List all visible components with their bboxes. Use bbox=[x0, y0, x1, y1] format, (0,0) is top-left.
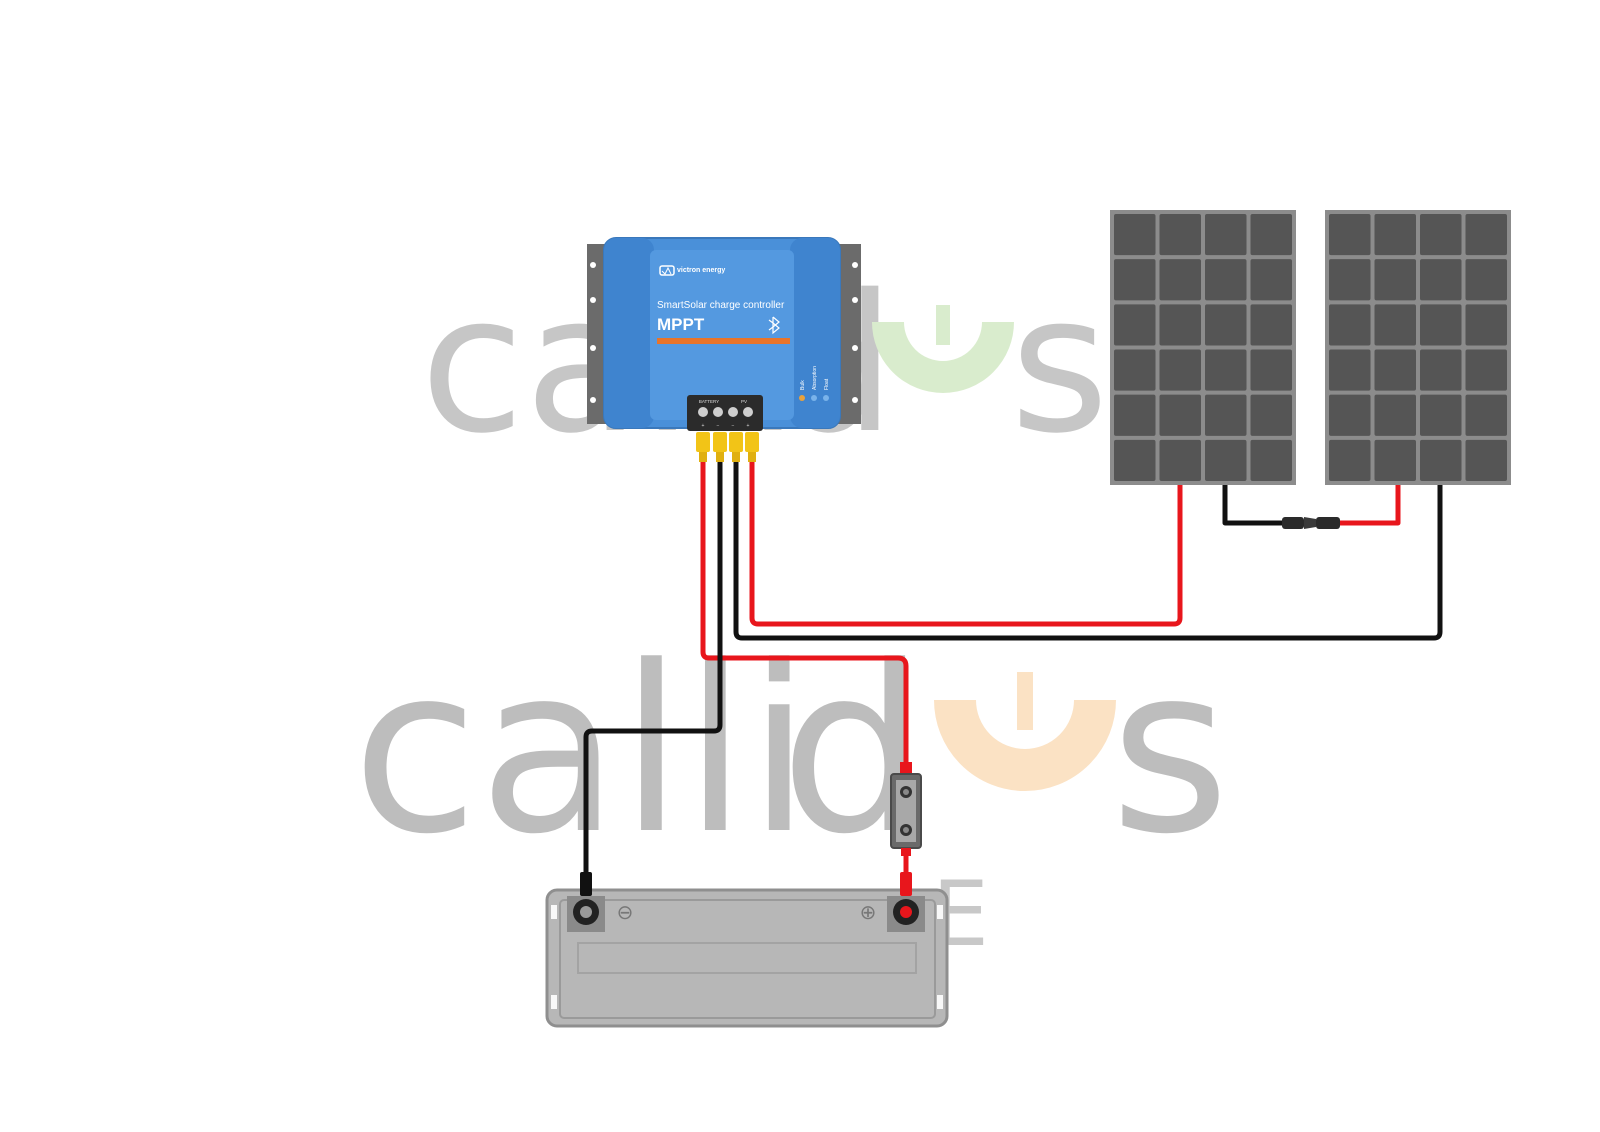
solar-cell bbox=[1465, 349, 1507, 391]
solar-cell bbox=[1329, 349, 1371, 391]
solar-panel-left bbox=[1110, 210, 1296, 485]
solar-cell bbox=[1159, 214, 1201, 256]
watermark-lower-text: calli bbox=[352, 618, 811, 885]
solar-cell bbox=[1250, 214, 1292, 256]
solar-cell bbox=[1250, 259, 1292, 301]
terminal-label-pv: PV bbox=[741, 399, 747, 404]
watermark-lower-power-u bbox=[934, 699, 1116, 791]
battery: ⊖ ⊕ bbox=[545, 872, 949, 1028]
solar-cell bbox=[1374, 304, 1416, 346]
solar-cell bbox=[1465, 439, 1507, 481]
led-label-bulk: Bulk bbox=[800, 380, 806, 390]
battery-negative-symbol: ⊖ bbox=[617, 902, 634, 924]
terminal-polarity-1: + bbox=[702, 423, 705, 429]
solar-cell bbox=[1159, 304, 1201, 346]
solar-cell bbox=[1114, 439, 1156, 481]
solar-cell bbox=[1114, 349, 1156, 391]
solar-cell bbox=[1329, 394, 1371, 436]
solar-cell bbox=[1374, 349, 1416, 391]
solar-cell bbox=[1420, 214, 1462, 256]
solar-cell bbox=[1420, 349, 1462, 391]
solar-cell bbox=[1465, 214, 1507, 256]
solar-cell bbox=[1465, 394, 1507, 436]
solar-cell bbox=[1420, 304, 1462, 346]
solar-panel-right bbox=[1325, 210, 1511, 485]
battery-positive-terminal bbox=[887, 872, 925, 932]
solar-cell bbox=[1374, 394, 1416, 436]
solar-cell bbox=[1420, 394, 1462, 436]
inline-fuse bbox=[890, 762, 922, 856]
watermark-upper-power-u bbox=[872, 321, 1014, 393]
battery-positive-symbol: ⊕ bbox=[860, 902, 877, 924]
solar-cell bbox=[1114, 214, 1156, 256]
solar-cell bbox=[1250, 349, 1292, 391]
solar-cell bbox=[1329, 214, 1371, 256]
solar-cell bbox=[1205, 304, 1247, 346]
solar-cell bbox=[1420, 259, 1462, 301]
solar-cell bbox=[1114, 394, 1156, 436]
wires bbox=[583, 462, 1443, 880]
controller-model: MPPT bbox=[657, 315, 705, 334]
controller-brand: victron energy bbox=[677, 267, 725, 274]
watermark-upper-s: s bbox=[1010, 254, 1109, 475]
mc4-connector bbox=[1282, 517, 1340, 529]
terminal-polarity-4: + bbox=[747, 423, 750, 429]
solar-cell bbox=[1329, 439, 1371, 481]
battery-negative-wire bbox=[583, 462, 723, 878]
solar-cell bbox=[1159, 394, 1201, 436]
terminal-polarity-2: − bbox=[717, 423, 720, 429]
cable-ferrules bbox=[696, 432, 759, 462]
solar-cell bbox=[1420, 439, 1462, 481]
solar-cell bbox=[1114, 259, 1156, 301]
solar-cell bbox=[1205, 214, 1247, 256]
solar-cell bbox=[1329, 304, 1371, 346]
terminal-label-battery: BATTERY bbox=[699, 399, 719, 404]
status-leds: Bulk Absorption Float bbox=[799, 366, 830, 401]
solar-cell bbox=[1205, 259, 1247, 301]
solar-cell bbox=[1329, 259, 1371, 301]
solar-cell bbox=[1374, 214, 1416, 256]
terminal-polarity-3: − bbox=[732, 423, 735, 429]
bluetooth-icon bbox=[768, 316, 780, 335]
solar-cell bbox=[1205, 394, 1247, 436]
solar-cell bbox=[1374, 259, 1416, 301]
battery-positive-wire bbox=[700, 462, 909, 768]
solar-cell bbox=[1250, 394, 1292, 436]
pv-positive-wire bbox=[749, 462, 1183, 627]
led-label-absorption: Absorption bbox=[812, 366, 818, 390]
solar-cell bbox=[1159, 259, 1201, 301]
solar-cell bbox=[1114, 304, 1156, 346]
battery-negative-terminal bbox=[567, 872, 605, 932]
solar-cell bbox=[1465, 304, 1507, 346]
panel-interconnect-positive-wire bbox=[1340, 485, 1401, 526]
victron-logo-icon bbox=[659, 265, 675, 276]
led-label-float: Float bbox=[824, 378, 830, 390]
mppt-controller: victron energy SmartSolar charge control… bbox=[587, 237, 861, 462]
pv-negative-wire bbox=[733, 462, 1443, 641]
panel-interconnect-negative-wire bbox=[1222, 485, 1285, 526]
solar-cell bbox=[1205, 439, 1247, 481]
watermark-lower-s: s bbox=[1110, 618, 1230, 885]
controller-stripe bbox=[657, 338, 790, 344]
controller-title: SmartSolar charge controller bbox=[657, 300, 785, 311]
solar-cell bbox=[1465, 259, 1507, 301]
solar-cell bbox=[1250, 304, 1292, 346]
solar-cell bbox=[1374, 439, 1416, 481]
solar-cell bbox=[1205, 349, 1247, 391]
solar-cell bbox=[1159, 439, 1201, 481]
solar-cell bbox=[1159, 349, 1201, 391]
solar-cell bbox=[1250, 439, 1292, 481]
terminal-block: BATTERY PV + − − + bbox=[687, 395, 763, 431]
